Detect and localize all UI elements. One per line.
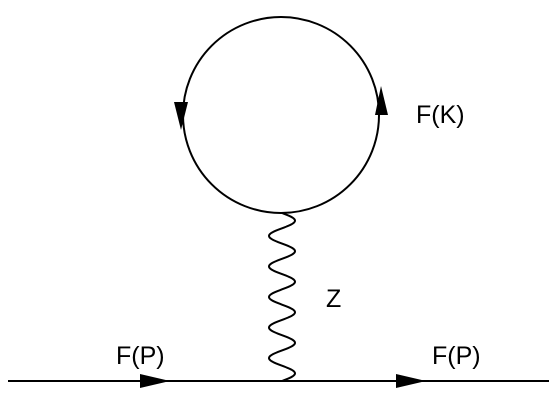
boson-label: Z	[326, 285, 342, 313]
incoming-fermion-label: F(P)	[116, 342, 165, 370]
incoming-fermion-arrow	[140, 374, 170, 388]
loop-arrow-up	[375, 86, 388, 115]
outgoing-fermion-arrow	[396, 374, 426, 388]
loop-arrow-down	[174, 102, 188, 130]
fermion-loop	[182, 16, 380, 214]
z-boson-propagator	[267, 212, 297, 382]
outgoing-fermion-label: F(P)	[432, 342, 481, 370]
loop-fermion-label: F(K)	[416, 101, 465, 129]
